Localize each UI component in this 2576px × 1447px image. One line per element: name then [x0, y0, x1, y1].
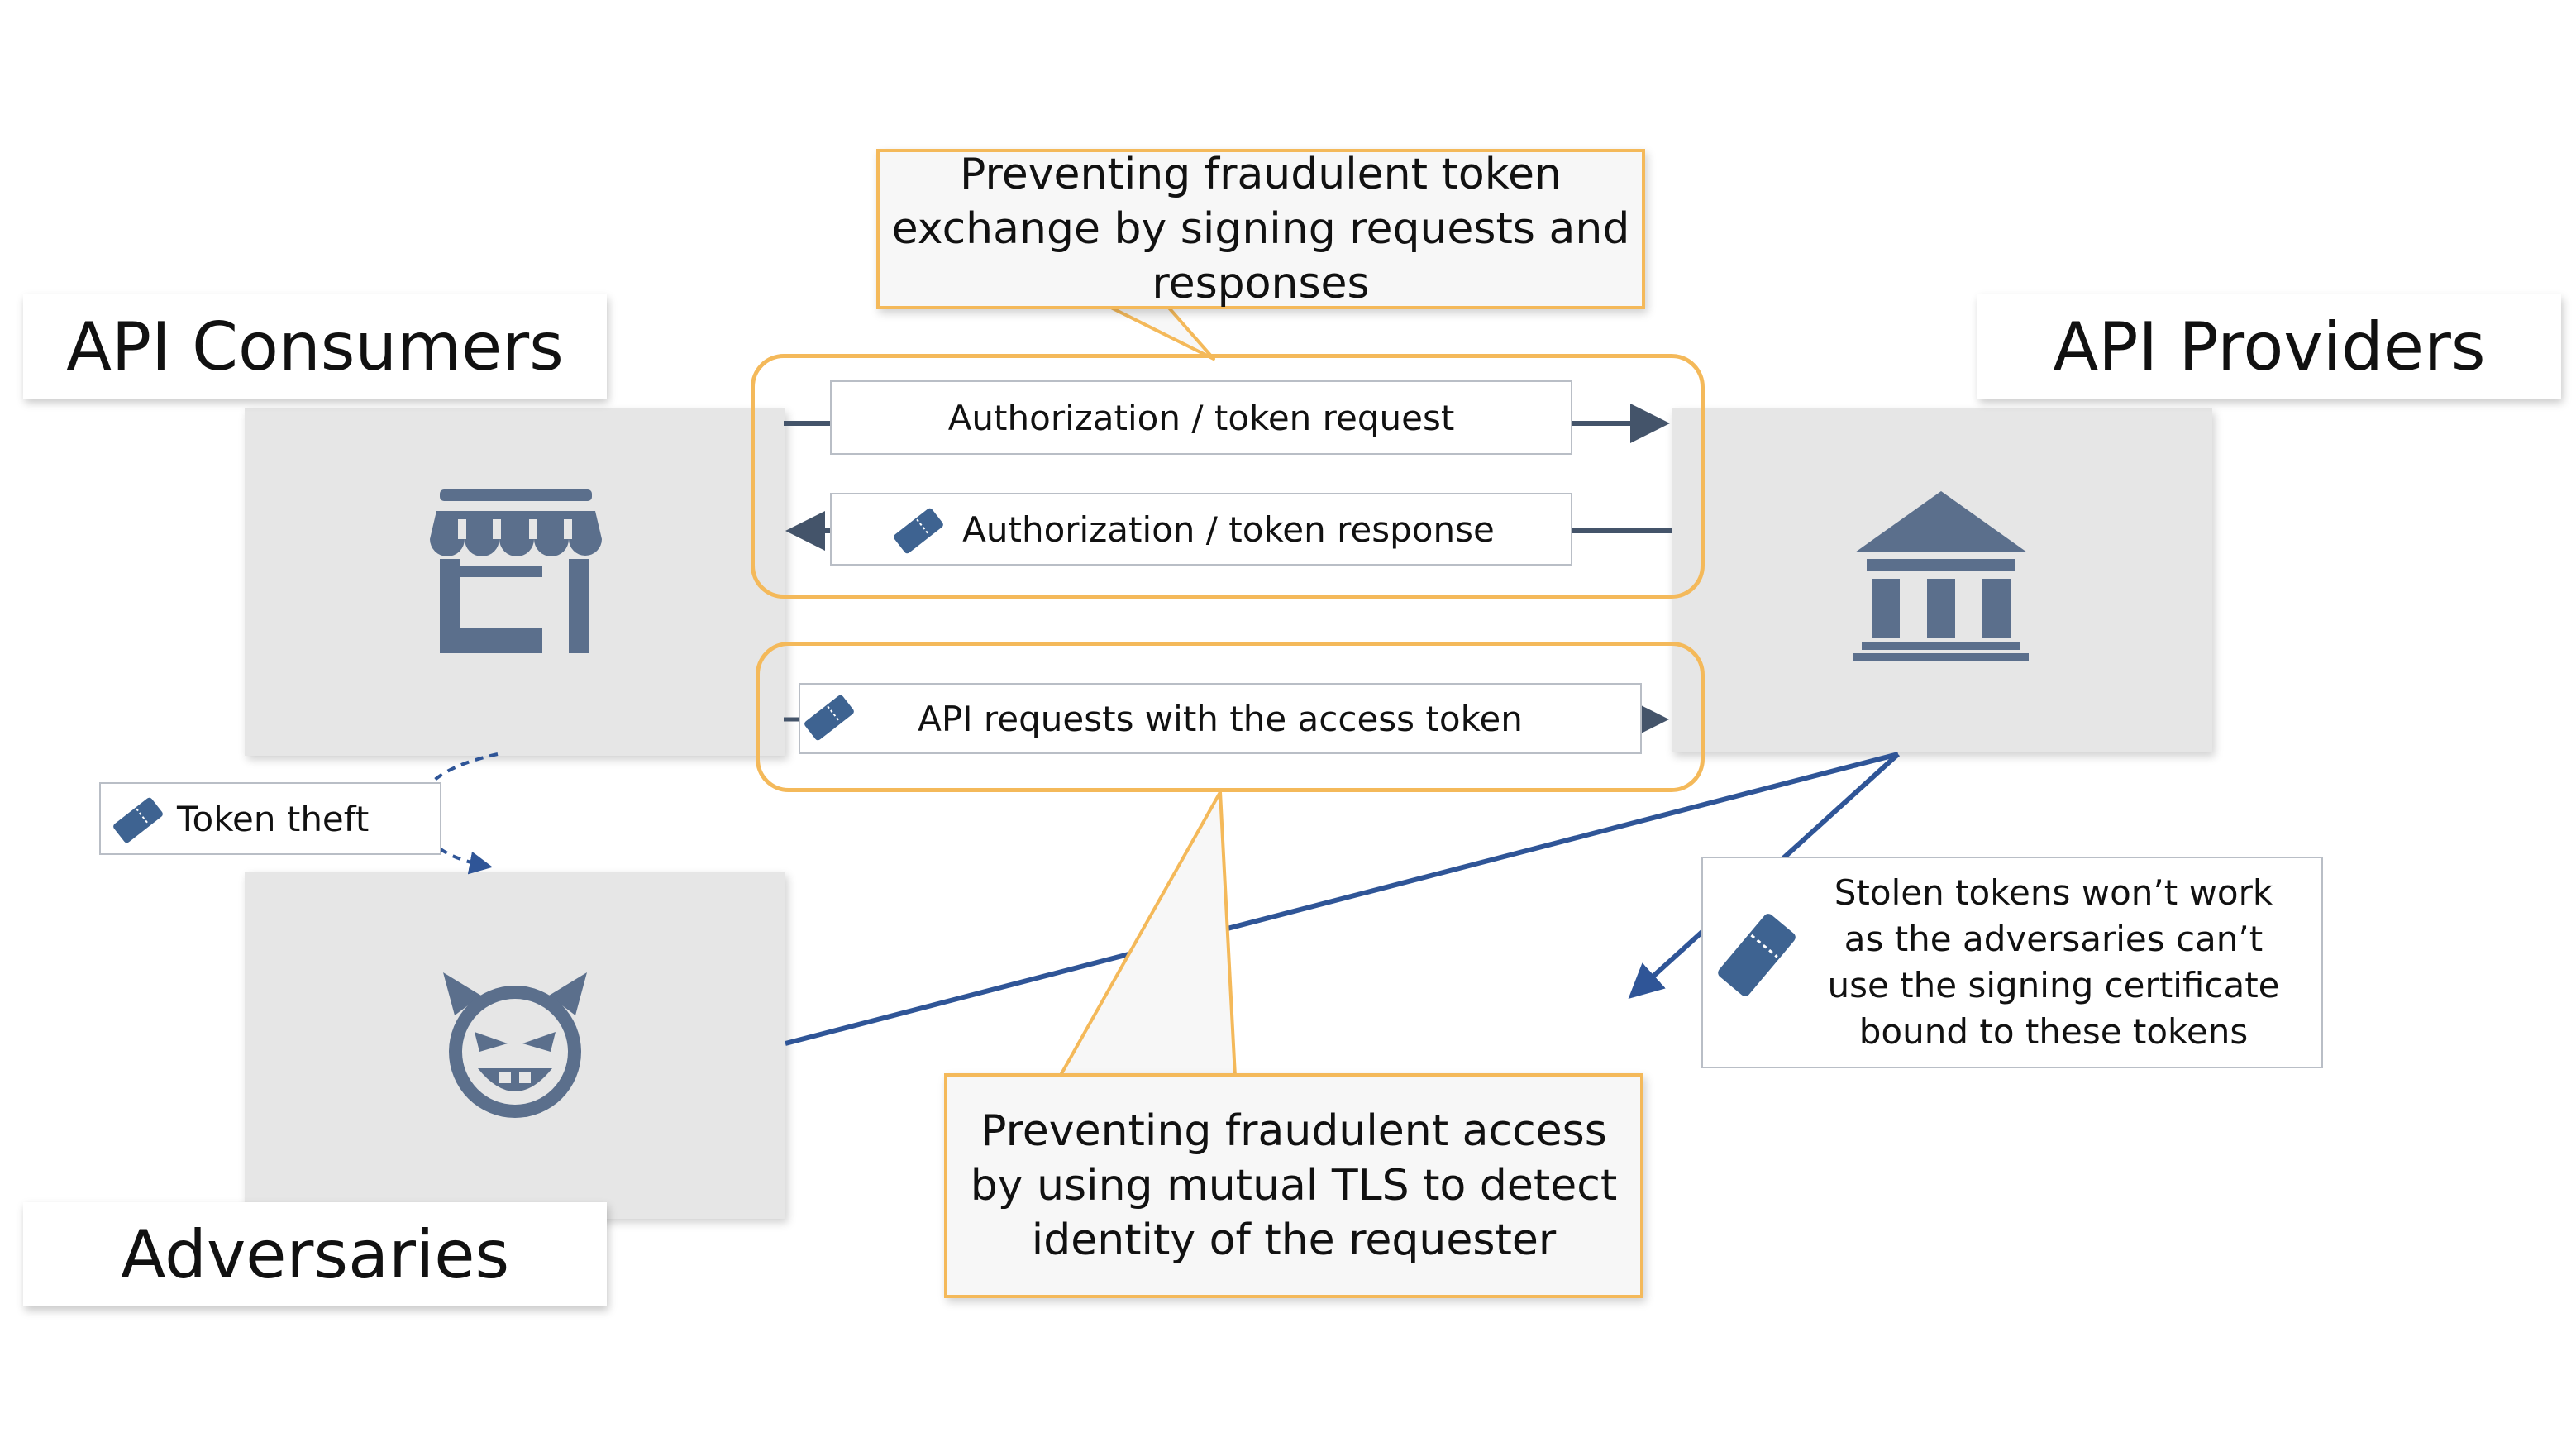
- token-theft-arrow: [417, 752, 499, 875]
- api-request-label: API requests with the access token: [918, 698, 1523, 739]
- token-response-label: Authorization / token response: [962, 509, 1495, 550]
- api-providers-label: API Providers: [1977, 294, 2561, 399]
- callout-mutual-tls-text: Preventing fraudulent access by using mu…: [970, 1106, 1618, 1265]
- stolen-tokens-note: Stolen tokens won’t work as the adversar…: [1701, 857, 2323, 1068]
- token-exchange-group: [751, 354, 1705, 599]
- callout-token-exchange-text: Preventing fraudulent token exchange by …: [891, 150, 1630, 308]
- ticket-icon: [1718, 914, 1796, 996]
- token-request-box: Authorization / token request: [830, 380, 1572, 455]
- ticket-icon: [113, 797, 163, 843]
- store-icon: [430, 489, 602, 653]
- api-providers-text: API Providers: [2053, 308, 2486, 385]
- callout-top-pointer: [1106, 304, 1215, 361]
- adversaries-label: Adversaries: [23, 1202, 607, 1306]
- adversary-attempt-line: [785, 752, 1899, 1046]
- api-consumers-text: API Consumers: [66, 308, 564, 385]
- api-request-group: [756, 642, 1705, 792]
- devil-face-icon: [443, 972, 587, 1118]
- api-request-box: API requests with the access token: [799, 683, 1642, 754]
- token-theft-label: Token theft: [177, 798, 370, 839]
- api-consumers-label: API Consumers: [23, 294, 607, 399]
- token-request-label: Authorization / token request: [947, 397, 1455, 438]
- token-response-box: Authorization / token response: [830, 493, 1572, 566]
- ticket-icon: [804, 695, 854, 741]
- callout-bottom-pointer: [1058, 790, 1237, 1078]
- stolen-tokens-text: Stolen tokens won’t work as the adversar…: [1827, 872, 2280, 1052]
- bank-icon: [1853, 491, 2029, 661]
- adversaries-text: Adversaries: [120, 1215, 510, 1293]
- callout-mutual-tls: Preventing fraudulent access by using mu…: [944, 1073, 1643, 1298]
- ticket-icon: [894, 508, 943, 554]
- consumers-panel: [245, 408, 785, 756]
- callout-token-exchange: Preventing fraudulent token exchange by …: [876, 149, 1645, 309]
- token-theft-box: Token theft: [99, 782, 441, 855]
